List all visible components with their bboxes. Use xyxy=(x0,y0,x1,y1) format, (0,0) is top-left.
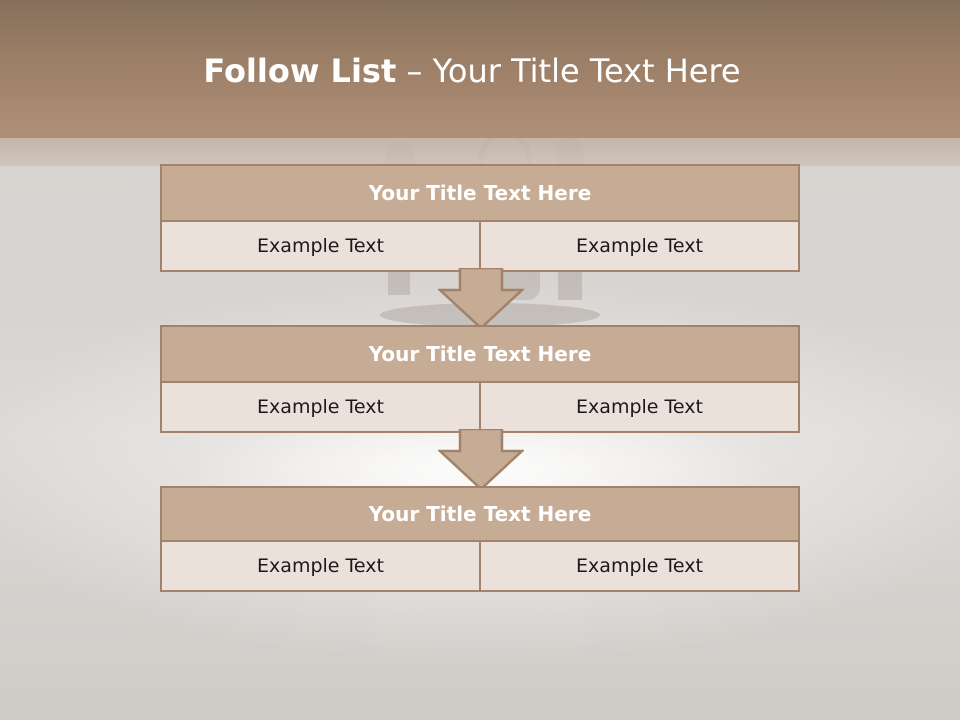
down-arrow-icon xyxy=(438,268,524,330)
block-cell-right: Example Text xyxy=(479,222,798,270)
block-cell-left: Example Text xyxy=(257,555,384,577)
block-cells-row: Example Text Example Text xyxy=(160,383,800,433)
block-title: Your Title Text Here xyxy=(160,164,800,222)
header-band xyxy=(0,0,960,138)
follow-block-2: Your Title Text Here Example Text Exampl… xyxy=(160,325,800,433)
block-title: Your Title Text Here xyxy=(160,325,800,383)
block-cells-row: Example Text Example Text xyxy=(160,542,800,592)
header-sub-band xyxy=(0,138,960,166)
block-cell-right: Example Text xyxy=(479,383,798,431)
follow-block-1: Your Title Text Here Example Text Exampl… xyxy=(160,164,800,272)
slide-title-rest: Your Title Text Here xyxy=(432,52,741,90)
block-cell-left: Example Text xyxy=(257,396,384,418)
slide-title-strong: Follow List xyxy=(203,52,397,90)
slide-title: Follow List – Your Title Text Here xyxy=(0,52,944,90)
slide-title-separator: – xyxy=(396,52,433,90)
down-arrow-icon xyxy=(438,429,524,491)
block-cell-left: Example Text xyxy=(257,235,384,257)
block-cell-right: Example Text xyxy=(479,542,798,590)
follow-block-3: Your Title Text Here Example Text Exampl… xyxy=(160,486,800,592)
block-cells-row: Example Text Example Text xyxy=(160,222,800,272)
block-title: Your Title Text Here xyxy=(160,486,800,542)
